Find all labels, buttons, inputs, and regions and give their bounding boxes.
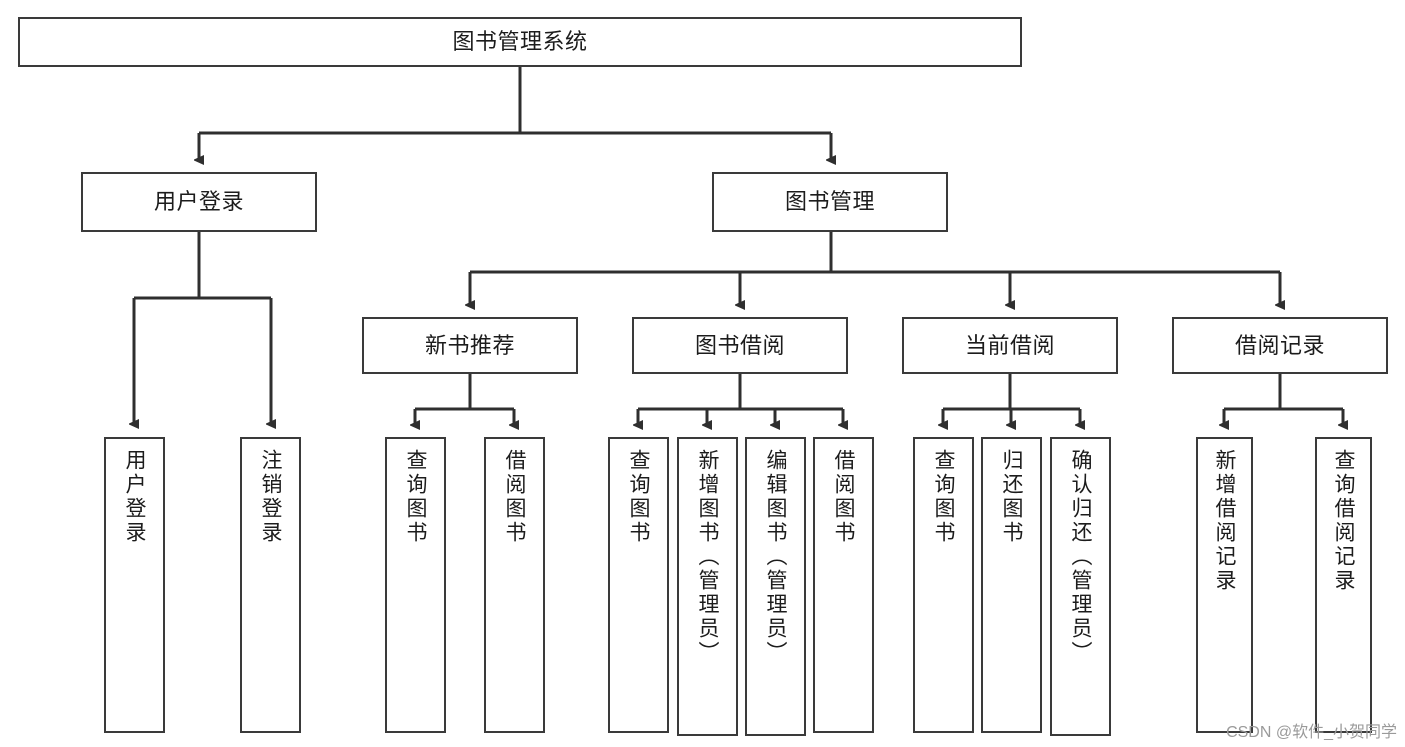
node-book-borrow[interactable]: 图书借阅 <box>632 317 848 374</box>
node-new-book-recommend[interactable]: 新书推荐 <box>362 317 578 374</box>
node-borrow-record-label: 借阅记录 <box>1234 332 1325 358</box>
leaf-user-login-label: 用户登录 <box>123 449 146 545</box>
node-new-book-recommend-label: 新书推荐 <box>424 332 515 358</box>
leaf-borrow-book-2-label: 借阅图书 <box>832 449 855 545</box>
leaf-query-book-2-label: 查询图书 <box>627 449 650 545</box>
leaf-return-book-label: 归还图书 <box>1000 449 1023 545</box>
leaf-query-record-label: 查询借阅记录 <box>1332 449 1355 593</box>
node-root[interactable]: 图书管理系统 <box>18 17 1022 67</box>
leaf-confirm-return[interactable]: 确认归还（管理员） <box>1050 437 1111 736</box>
leaf-edit-book[interactable]: 编辑图书（管理员） <box>745 437 806 736</box>
leaf-query-book-3-label: 查询图书 <box>932 449 955 545</box>
leaf-user-logout-label: 注销登录 <box>259 449 282 545</box>
leaf-edit-book-label: 编辑图书（管理员） <box>764 449 787 665</box>
leaf-add-record-label: 新增借阅记录 <box>1213 449 1236 593</box>
leaf-add-record[interactable]: 新增借阅记录 <box>1196 437 1253 733</box>
leaf-query-book-2[interactable]: 查询图书 <box>608 437 669 733</box>
node-borrow-record[interactable]: 借阅记录 <box>1172 317 1388 374</box>
node-current-borrow-label: 当前借阅 <box>964 332 1055 358</box>
leaf-user-logout[interactable]: 注销登录 <box>240 437 301 733</box>
leaf-add-book-label: 新增图书（管理员） <box>696 449 719 665</box>
leaf-query-record[interactable]: 查询借阅记录 <box>1315 437 1372 733</box>
leaf-query-book-1-label: 查询图书 <box>404 449 427 545</box>
leaf-add-book[interactable]: 新增图书（管理员） <box>677 437 738 736</box>
node-user-login[interactable]: 用户登录 <box>81 172 317 232</box>
node-user-login-label: 用户登录 <box>153 189 244 215</box>
node-root-label: 图书管理系统 <box>452 29 588 55</box>
leaf-borrow-book-1-label: 借阅图书 <box>503 449 526 545</box>
leaf-user-login[interactable]: 用户登录 <box>104 437 165 733</box>
leaf-query-book-3[interactable]: 查询图书 <box>913 437 974 733</box>
node-book-borrow-label: 图书借阅 <box>694 332 785 358</box>
node-book-manage[interactable]: 图书管理 <box>712 172 948 232</box>
leaf-borrow-book-1[interactable]: 借阅图书 <box>484 437 545 733</box>
watermark: CSDN @软件_小贺同学 <box>1226 724 1397 741</box>
leaf-borrow-book-2[interactable]: 借阅图书 <box>813 437 874 733</box>
node-book-manage-label: 图书管理 <box>784 189 875 215</box>
leaf-return-book[interactable]: 归还图书 <box>981 437 1042 733</box>
node-current-borrow[interactable]: 当前借阅 <box>902 317 1118 374</box>
leaf-query-book-1[interactable]: 查询图书 <box>385 437 446 733</box>
leaf-confirm-return-label: 确认归还（管理员） <box>1069 449 1092 665</box>
